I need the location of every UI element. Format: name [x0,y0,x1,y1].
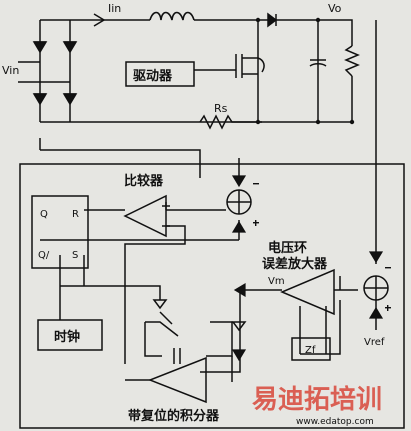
reset-switch [159,311,173,325]
zf-box [291,337,331,361]
wires [18,19,377,382]
clock-box [37,319,103,351]
label-q: Q [40,209,48,220]
label-qbar: Q/ [38,250,50,261]
integrator-amp [147,356,207,404]
label-clock: 时钟 [54,329,80,345]
label-vm: Vm [268,276,285,287]
label-driver: 驱动器 [133,69,173,84]
label-iin: Iin [108,2,121,15]
summing-junction-1 [226,189,252,215]
integrator-capacitor [173,348,181,364]
label-voltage-loop-2: 误差放大器 [262,256,328,272]
junction-dots [255,17,355,125]
ground-symbols [152,299,247,332]
driver-box [125,61,195,87]
label-comparator: 比较器 [124,173,164,189]
error-amp [280,268,335,316]
label-vo: Vo [328,2,342,15]
watermark-brand: 易迪拓培训 [252,385,382,415]
output-capacitor [309,59,327,67]
label-voltage-loop-1: 电压环 [268,240,307,256]
current-arrow [93,13,106,27]
diode-bridge [32,41,78,106]
label-integrator: 带复位的积分器 [128,408,220,424]
label-rs: Rs [214,102,228,115]
watermark-url: www.edatop.com [296,417,374,427]
control-box [19,163,405,429]
summing-junction-2 [363,275,389,301]
load-resistor [344,45,360,77]
label-vref: Vref [364,337,385,348]
label-zf: Zf [305,345,316,356]
polarity-marks [253,183,391,311]
comparator-amp [123,194,170,238]
output-diode [267,12,278,28]
label-r: R [72,209,79,220]
label-vin: Vin [2,64,19,77]
label-s: S [72,250,78,261]
sr-latch [31,195,89,269]
junction-arrows [231,175,384,362]
sense-resistor [199,114,236,130]
inductor [149,11,195,21]
